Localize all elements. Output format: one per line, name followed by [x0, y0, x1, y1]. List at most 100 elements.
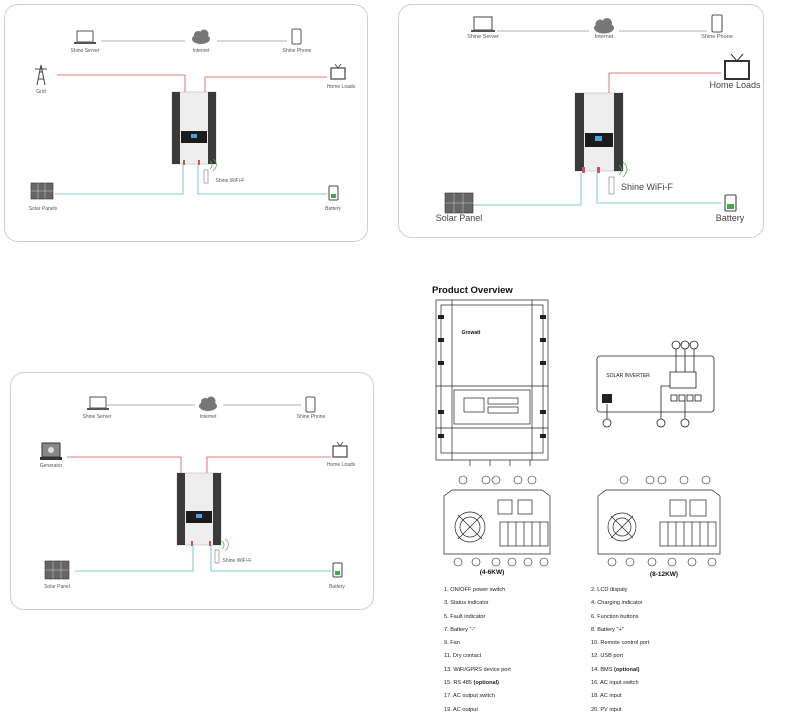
component-label: 5. Fault indicator [444, 613, 486, 620]
inverter-icon [574, 92, 624, 173]
label-home: Home Loads [326, 462, 356, 468]
product-overview-title: Product Overview [432, 285, 513, 296]
component-list-item: 6. Function buttons [591, 611, 649, 624]
component-list-item: 9. Fan [444, 637, 511, 650]
label-internet: Internet [192, 48, 210, 54]
solar-panel-icon [30, 182, 54, 200]
component-list-item: 8. Battery "+" [591, 624, 649, 637]
component-list-item: 13. WiFi/GPRS device port [444, 664, 511, 677]
laptop-icon [471, 16, 495, 32]
diagram-panel-grid: Shine Server Internet Shine Phone Grid H… [4, 4, 368, 242]
component-label: 20. PV input [591, 706, 622, 713]
inverter-brand-logo: Growatt [461, 330, 481, 336]
wifi-dongle-icon [203, 158, 217, 184]
label-server: Shine Server [70, 48, 100, 54]
phone-icon [711, 14, 723, 33]
component-label: 10. Remote control port [591, 640, 650, 647]
component-label: 2. LCD dispaly [591, 587, 628, 593]
label-server: Shine Server [467, 34, 499, 40]
tv-icon [330, 63, 346, 80]
component-label: 15. RS 485 [444, 680, 472, 687]
generator-icon [40, 442, 62, 460]
cloud-icon [192, 29, 210, 44]
battery-icon [328, 185, 339, 201]
component-list-item: 12. USB port [591, 650, 649, 663]
label-phone: Shine Phone [296, 414, 326, 420]
component-optional-tag: (optional) [612, 666, 640, 673]
label-wifi: Shine WiFi-F [215, 178, 245, 184]
label-internet: Internet [594, 34, 614, 40]
component-list-item: 16. AC input switch [591, 677, 649, 690]
diagram-panel-generator: Shine Server Internet Shine Phone Genera… [10, 372, 374, 610]
panel-2-connections [469, 30, 721, 206]
component-label: 6. Function buttons [591, 613, 639, 620]
grid-tower-icon [35, 64, 47, 86]
component-label: 4. Charging indicator [591, 600, 643, 607]
component-list-item: 2. LCD dispaly [591, 584, 649, 597]
label-battery: Battery [325, 206, 341, 212]
component-label: 19. AC output [444, 706, 478, 713]
laptop-icon [74, 30, 96, 44]
phone-icon [305, 396, 316, 413]
label-solar: Solar Panel [44, 584, 70, 590]
wifi-dongle-icon [214, 538, 229, 564]
tv-icon [332, 441, 348, 458]
wifi-dongle-icon [608, 161, 628, 195]
solar-panel-icon [444, 192, 474, 214]
component-list-item: 3. Status indicator [444, 597, 511, 610]
label-phone: Shine Phone [701, 34, 733, 40]
panel-3-connections [67, 404, 331, 572]
label-internet: Internet [199, 414, 217, 420]
component-list-item: 14. BMS (optional) [591, 664, 649, 677]
component-list-even: 2. LCD dispaly 4. Charging indicator 6. Fu… [591, 584, 649, 717]
component-list-item: 17. AC output switch [444, 690, 511, 703]
component-list-item: 11. Dry contact [444, 650, 511, 663]
component-list-item: 15. RS 485 (optional) [444, 677, 511, 690]
label-phone: Shine Phone [282, 48, 312, 54]
display-panel-text: SOLAR INVERTER [606, 373, 650, 379]
label-wifi: Shine WiFi-F [620, 182, 674, 192]
component-label: 8. Battery "+" [591, 626, 624, 633]
label-battery: Battery [715, 213, 745, 223]
component-list-odd: 1. ON/OFF power switch 3. Status indicato… [444, 584, 511, 717]
component-list-item: 19. AC output [444, 704, 511, 717]
label-solar: Solar Panel [435, 213, 483, 223]
component-label: 12. USB port [591, 653, 624, 660]
label-home: Home Loads [709, 80, 761, 90]
label-grid: Grid [36, 89, 46, 95]
battery-icon [724, 194, 737, 212]
inverter-icon [171, 91, 217, 165]
component-list-item: 1. ON/OFF power switch [444, 584, 511, 597]
component-label: 14. BMS [591, 666, 613, 673]
label-generator: Generator [39, 463, 63, 469]
component-list-item: 10. Remote control port [591, 637, 649, 650]
phone-icon [291, 28, 302, 45]
component-list-item: 20. PV input [591, 704, 649, 717]
label-battery: Battery [329, 584, 345, 590]
label-home: Home Loads [326, 84, 356, 90]
component-list-item: 5. Fault indicator [444, 611, 511, 624]
laptop-icon [87, 396, 109, 410]
component-label: 17. AC output switch [444, 693, 495, 700]
label-server: Shine Server [82, 414, 112, 420]
component-label: 3. Status indicator [444, 600, 489, 607]
component-list-item: 18. AC input [591, 690, 649, 703]
cloud-icon [199, 396, 217, 411]
tv-icon [724, 53, 750, 80]
component-label: 18. AC input [591, 693, 622, 700]
caption-4-6kw: (4-6KW) [479, 569, 505, 576]
component-label: 16. AC input switch [591, 680, 639, 687]
inverter-icon [176, 472, 222, 546]
label-wifi: Shine WiFi-F [222, 558, 252, 564]
component-label: 1. ON/OFF power switch [444, 587, 506, 593]
diagram-panel-offgrid: Shine Server Internet Shine Phone Home L… [398, 4, 764, 238]
caption-8-12kw: (8-12KW) [649, 571, 679, 578]
component-list-item: 7. Battery "-" [444, 624, 511, 637]
label-solar: Solar Panels [28, 206, 58, 212]
cloud-icon [594, 18, 614, 34]
component-list-item: 4. Charging indicator [591, 597, 649, 610]
component-label: 7. Battery "-" [444, 626, 476, 633]
